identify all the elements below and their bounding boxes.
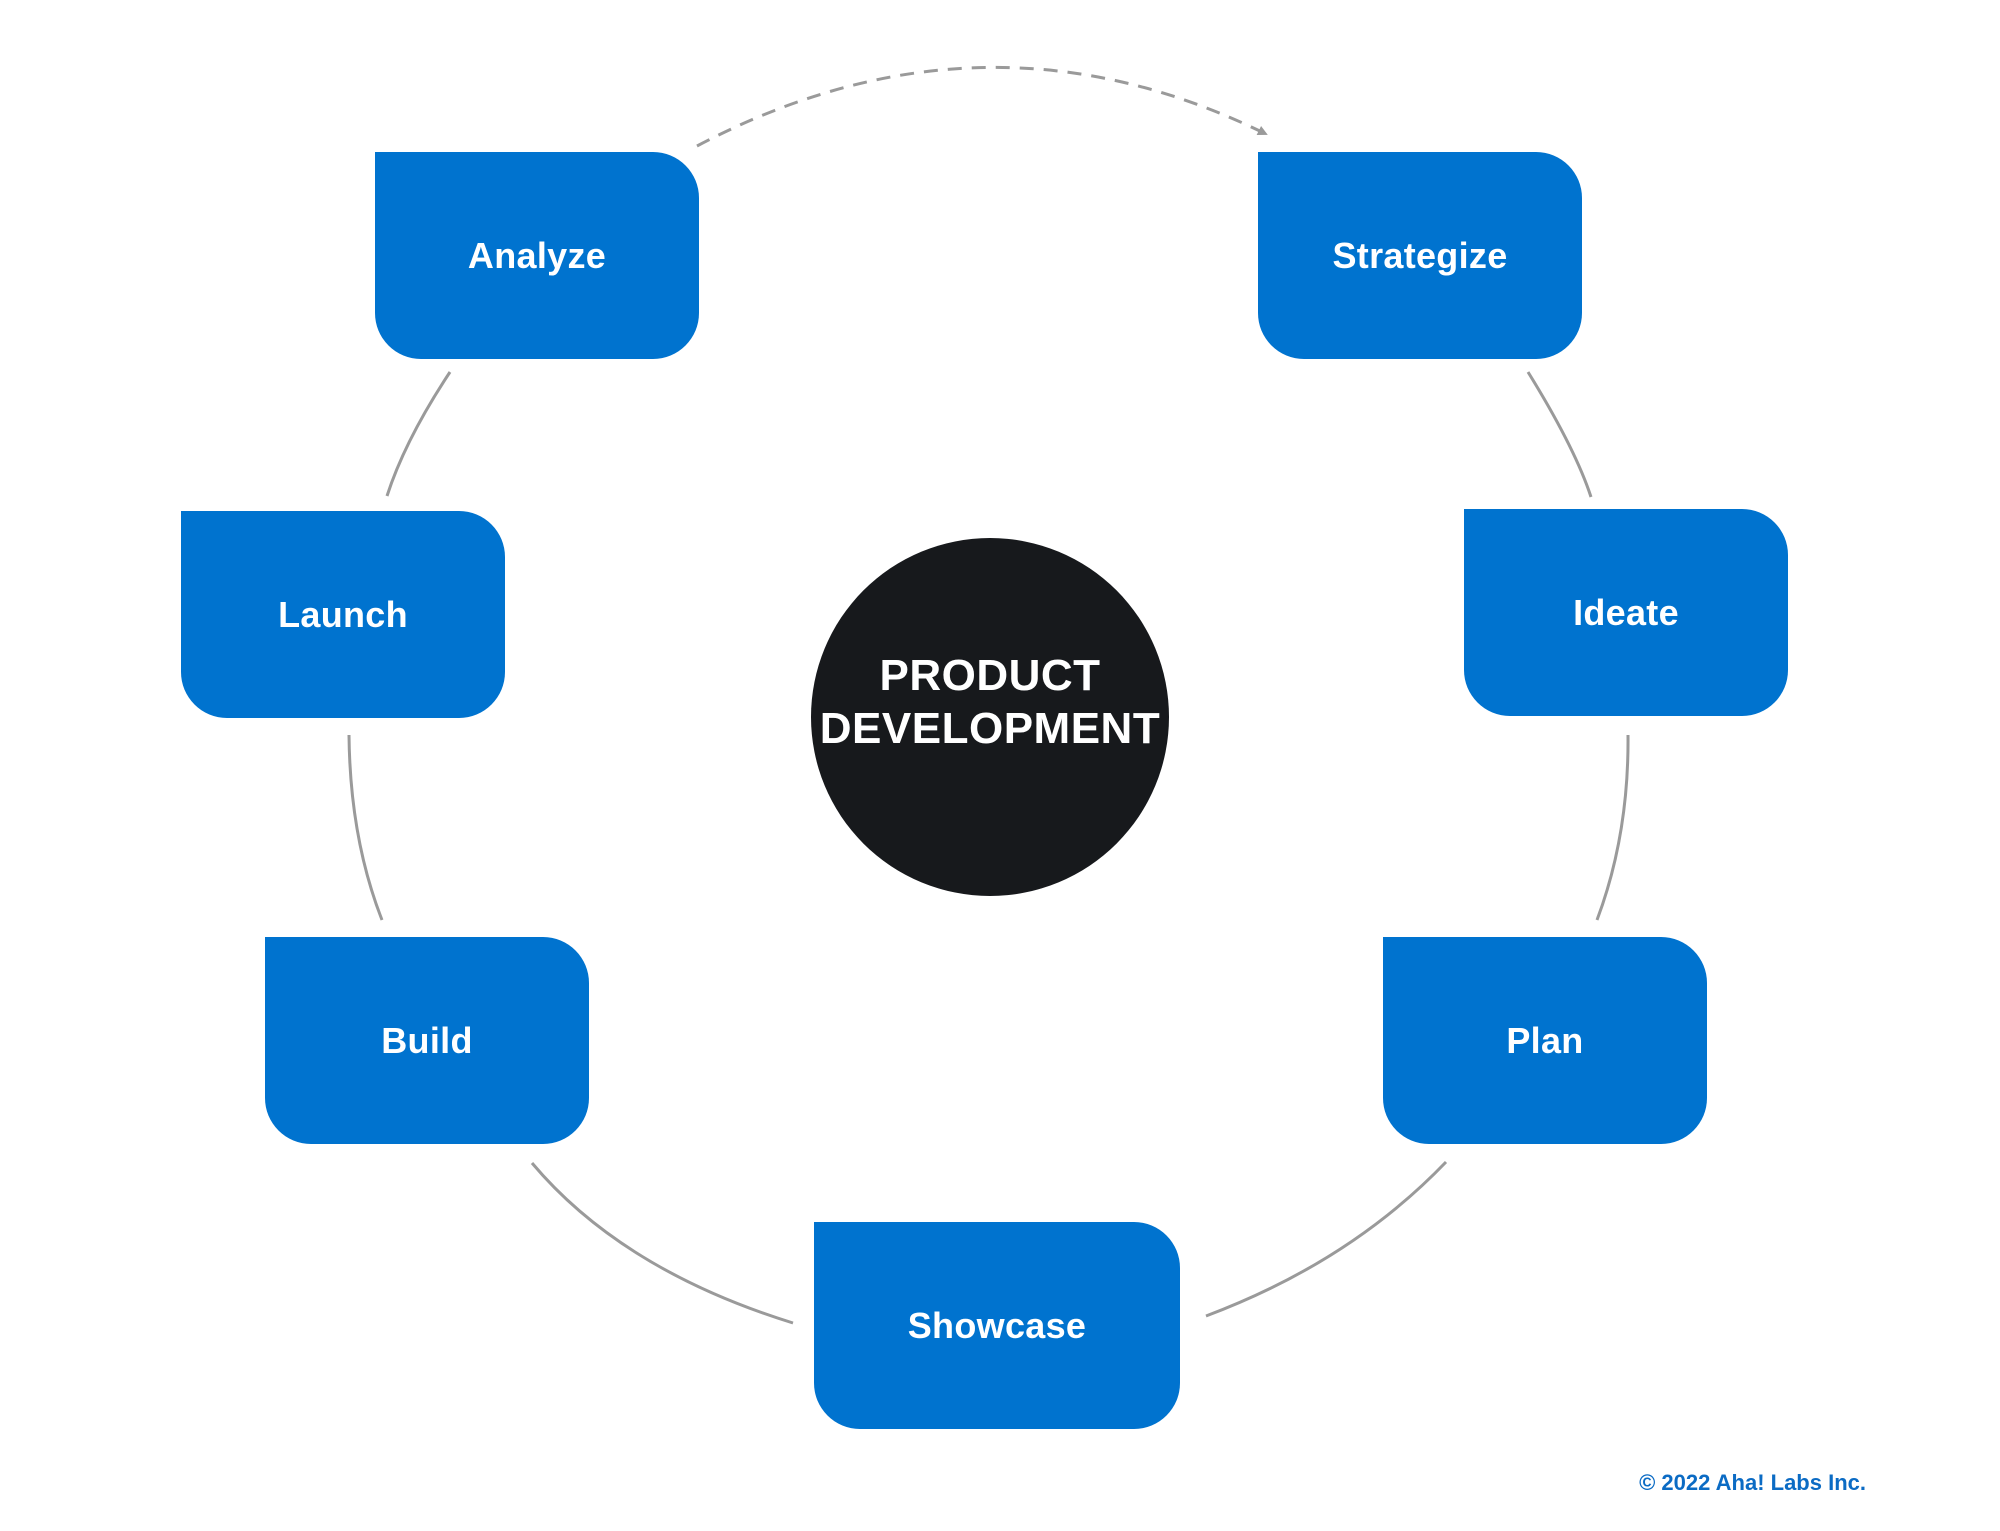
- stage-analyze: Analyze: [375, 152, 699, 359]
- connector-launch-to-analyze: [385, 371, 452, 497]
- stage-launch: Launch: [181, 511, 505, 718]
- stage-build-label: Build: [381, 1019, 473, 1061]
- connector-build-to-launch: [347, 734, 384, 921]
- connector-strategize-to-ideate: [1526, 371, 1593, 498]
- stage-strategize-label: Strategize: [1332, 234, 1508, 276]
- copyright-notice: © 2022 Aha! Labs Inc.: [1639, 1470, 1866, 1495]
- stage-plan-label: Plan: [1506, 1019, 1584, 1061]
- stage-plan: Plan: [1383, 937, 1707, 1144]
- connector-ideate-to-plan: [1595, 734, 1630, 921]
- center-title-line-2: DEVELOPMENT: [819, 704, 1161, 753]
- stage-ideate-label: Ideate: [1573, 591, 1679, 633]
- stage-build: Build: [265, 937, 589, 1144]
- stage-strategize: Strategize: [1258, 152, 1582, 359]
- center-hub: PRODUCT DEVELOPMENT: [811, 538, 1169, 896]
- center-title-line-1: PRODUCT: [879, 651, 1101, 700]
- stage-launch-label: Launch: [278, 593, 408, 635]
- stage-analyze-label: Analyze: [467, 234, 607, 276]
- connector-plan-to-showcase: [1205, 1160, 1448, 1318]
- stage-showcase: Showcase: [814, 1222, 1180, 1429]
- stage-showcase-label: Showcase: [907, 1304, 1087, 1346]
- connector-showcase-to-build: [530, 1162, 794, 1325]
- stage-ideate: Ideate: [1464, 509, 1788, 716]
- connector-analyze-to-strategize: [696, 65, 1268, 148]
